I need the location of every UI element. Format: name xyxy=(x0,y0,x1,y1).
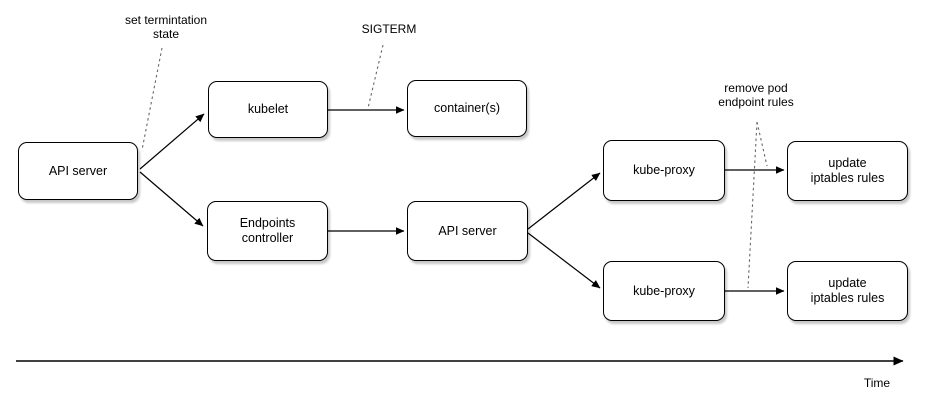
edge-apiserver2-to-kubeproxy-bottom xyxy=(527,232,601,289)
annotation-set-termination-state: set termintation state xyxy=(124,13,208,42)
edge-apiserver1-to-endpoints-controller xyxy=(139,171,204,227)
node-kube-proxy-bottom: kube-proxy xyxy=(603,261,725,321)
edge-apiserver1-to-kubelet xyxy=(139,113,205,170)
node-update-iptables-top: update iptables rules xyxy=(787,141,908,201)
annotation-sigterm: SIGTERM xyxy=(361,22,417,36)
node-api-server-1: API server xyxy=(18,142,138,200)
node-kube-proxy-top: kube-proxy xyxy=(603,140,725,201)
edge-apiserver2-to-kubeproxy-top xyxy=(527,172,601,230)
node-update-iptables-bottom: update iptables rules xyxy=(787,261,908,321)
node-kubelet: kubelet xyxy=(208,81,328,138)
annotation-remove-pod-endpoint-rules: remove pod endpoint rules xyxy=(718,81,794,110)
annotation-line-sigterm xyxy=(367,44,384,109)
time-axis-label: Time xyxy=(863,376,891,390)
annotation-line-remove-pod-bottom xyxy=(747,121,758,289)
annotation-line-remove-pod-top xyxy=(756,121,768,167)
node-endpoints-controller: Endpoints controller xyxy=(207,201,328,261)
node-api-server-2: API server xyxy=(407,201,528,261)
node-containers: container(s) xyxy=(407,80,527,137)
annotation-line-set-termination xyxy=(141,47,163,151)
